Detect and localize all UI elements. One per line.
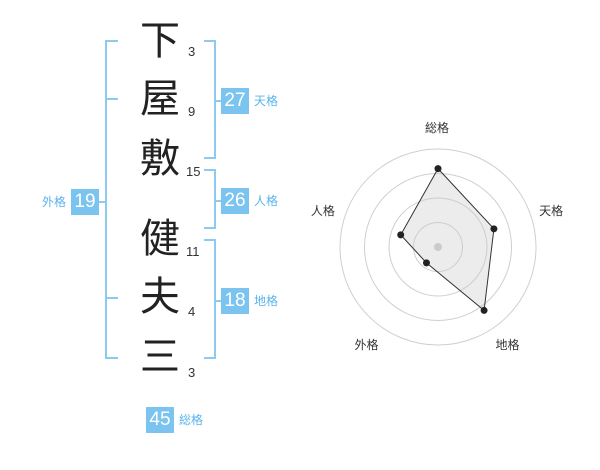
soukaku-value: 45	[146, 407, 174, 433]
radar-axis-label-3: 地格	[495, 338, 520, 353]
name-char-5: 夫	[140, 274, 180, 320]
soukaku-label: 総格	[179, 413, 204, 427]
tenkaku-bracket	[204, 40, 216, 159]
name-char-1: 下	[140, 18, 180, 64]
stroke-count-2: 9	[188, 104, 196, 119]
tenkaku-value: 27	[221, 88, 249, 114]
radar-ring-2	[388, 197, 488, 297]
stroke-count-1: 3	[188, 44, 196, 59]
radar-ring-4	[339, 148, 537, 346]
jinkaku-bracket	[204, 169, 216, 229]
name-char-3: 敷	[140, 136, 180, 182]
chikaku-bracket	[204, 239, 216, 359]
radar-axis-label-1: 総格	[425, 121, 450, 135]
stroke-count-4: 11	[186, 244, 200, 259]
radar-center-dot	[434, 243, 442, 251]
radar-chart	[339, 148, 537, 346]
radar-point-4	[422, 259, 430, 267]
gaikaku-bracket	[105, 40, 118, 359]
jinkaku-label: 人格	[254, 194, 279, 208]
radar-point-2	[490, 225, 498, 233]
radar-point-1	[434, 165, 442, 173]
radar-axis-label-4: 外格	[354, 338, 379, 353]
gaikaku-value: 19	[71, 189, 99, 215]
radar-point-5	[397, 231, 405, 239]
stroke-count-3: 15	[186, 164, 201, 179]
radar-point-3	[480, 306, 488, 314]
radar-axis-label-5: 人格	[310, 203, 335, 218]
name-char-2: 屋	[140, 76, 180, 122]
gaikaku-label: 外格	[41, 195, 66, 209]
radar-ring-1	[413, 222, 463, 272]
chikaku-value: 18	[221, 288, 249, 314]
name-char-6: 三	[140, 334, 180, 380]
jinkaku-value: 26	[221, 188, 249, 214]
radar-axis-label-2: 天格	[539, 203, 564, 218]
name-char-4: 健	[140, 216, 180, 262]
radar-series-polygon	[400, 167, 495, 312]
chikaku-label: 地格	[254, 294, 279, 308]
radar-ring-3	[364, 173, 512, 321]
stroke-count-5: 4	[188, 304, 196, 319]
tenkaku-label: 天格	[254, 94, 279, 108]
stroke-count-6: 3	[188, 365, 196, 380]
